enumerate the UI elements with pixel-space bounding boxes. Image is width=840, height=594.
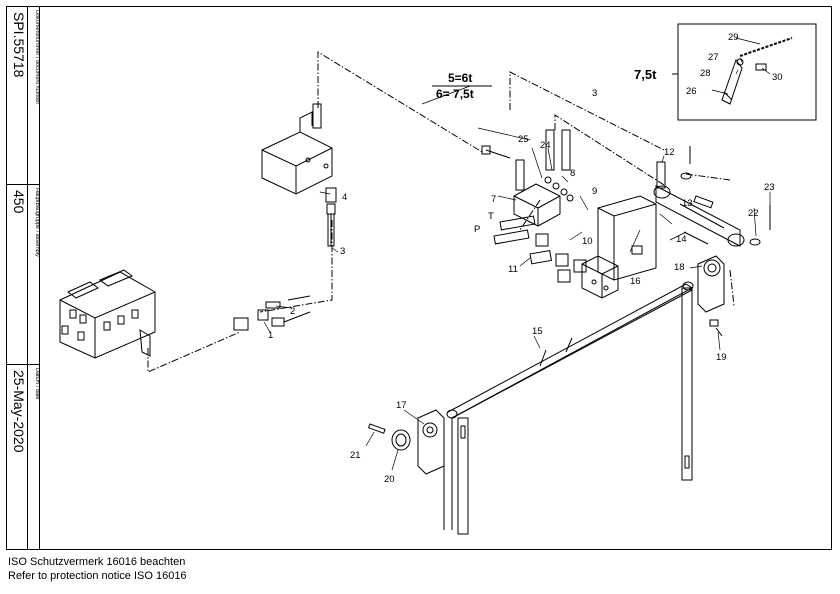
title-block-divider	[6, 184, 40, 185]
callout-11: 11	[508, 264, 518, 275]
callout-9: 9	[592, 186, 597, 197]
callout-8: 8	[570, 168, 575, 179]
callout-3-upper: 3	[592, 88, 597, 99]
support-frame	[443, 281, 694, 535]
callout-27: 27	[708, 52, 719, 63]
callout-1: 1	[268, 330, 273, 341]
fitting-4	[325, 187, 337, 247]
callout-18: 18	[674, 262, 685, 273]
inset-variant-label: 7,5t	[634, 67, 657, 82]
fittings-1-2	[233, 295, 311, 331]
callout-23: 23	[764, 182, 775, 193]
callout-29: 29	[728, 32, 739, 43]
hose-line-b	[509, 71, 665, 151]
callout-22: 22	[748, 208, 759, 219]
hose-5-6	[481, 145, 511, 159]
title-block-separator	[27, 6, 28, 550]
callout-20: 20	[384, 474, 395, 485]
callout-3: 3	[340, 246, 345, 257]
hose-line-g	[729, 269, 735, 307]
mounting-plate	[597, 195, 657, 281]
hose-routing-lines	[147, 51, 735, 373]
leader-lines	[263, 37, 771, 471]
title-block-divider	[6, 364, 40, 365]
control-valve-block	[59, 269, 156, 359]
valve-cover	[581, 255, 619, 299]
footer-protection-de: ISO Schutzvermerk 16016 beachten	[8, 556, 186, 568]
hose-line-e	[147, 331, 241, 373]
valve-7	[513, 129, 574, 227]
callout-26: 26	[686, 86, 697, 97]
callout-14: 14	[676, 234, 687, 245]
title-block: Dokumentnummer / document number SPI.557…	[6, 6, 40, 550]
callout-4: 4	[342, 192, 347, 203]
variant-line-1: 5=6t	[448, 71, 472, 85]
callout-15: 15	[532, 326, 543, 337]
callout-19: 19	[716, 352, 727, 363]
bracket-18	[697, 255, 725, 337]
drawing-frame	[6, 6, 832, 550]
bracket-17	[367, 409, 445, 475]
callout-28: 28	[700, 68, 711, 79]
hose-line-h	[519, 199, 541, 231]
callout-17: 17	[396, 400, 407, 411]
lift-arm	[653, 185, 745, 247]
callout-13: 13	[682, 198, 693, 209]
small-parts-right	[656, 146, 771, 246]
part-callouts: 1 2 3 3 4 7 8 9 10 11 12 13 14 15 16 17 …	[268, 32, 783, 485]
coupling-bracket	[261, 103, 333, 195]
hose-line-f	[685, 173, 731, 181]
variant-inset	[672, 23, 817, 121]
variant-notes: 5=6t 6= 7,5t 7,5t	[436, 67, 657, 101]
callout-12: 12	[664, 147, 675, 158]
callout-2: 2	[290, 306, 295, 317]
callout-21: 21	[350, 450, 361, 461]
hose-line-a	[317, 51, 483, 153]
hose-line-c	[554, 114, 665, 186]
fittings-p-t	[493, 215, 587, 283]
variant-line-2: 6= 7,5t	[436, 87, 474, 101]
footer-protection-en: Refer to protection notice ISO 16016	[8, 570, 187, 582]
hose-line-d	[259, 220, 333, 313]
callout-25: 25	[518, 134, 529, 145]
callout-7: 7	[491, 194, 496, 205]
callout-30: 30	[772, 72, 783, 83]
port-label-p: P	[474, 224, 480, 235]
callout-10: 10	[582, 236, 593, 247]
callout-24: 24	[540, 140, 551, 151]
callout-16: 16	[630, 276, 641, 287]
port-label-t: T	[488, 211, 494, 222]
